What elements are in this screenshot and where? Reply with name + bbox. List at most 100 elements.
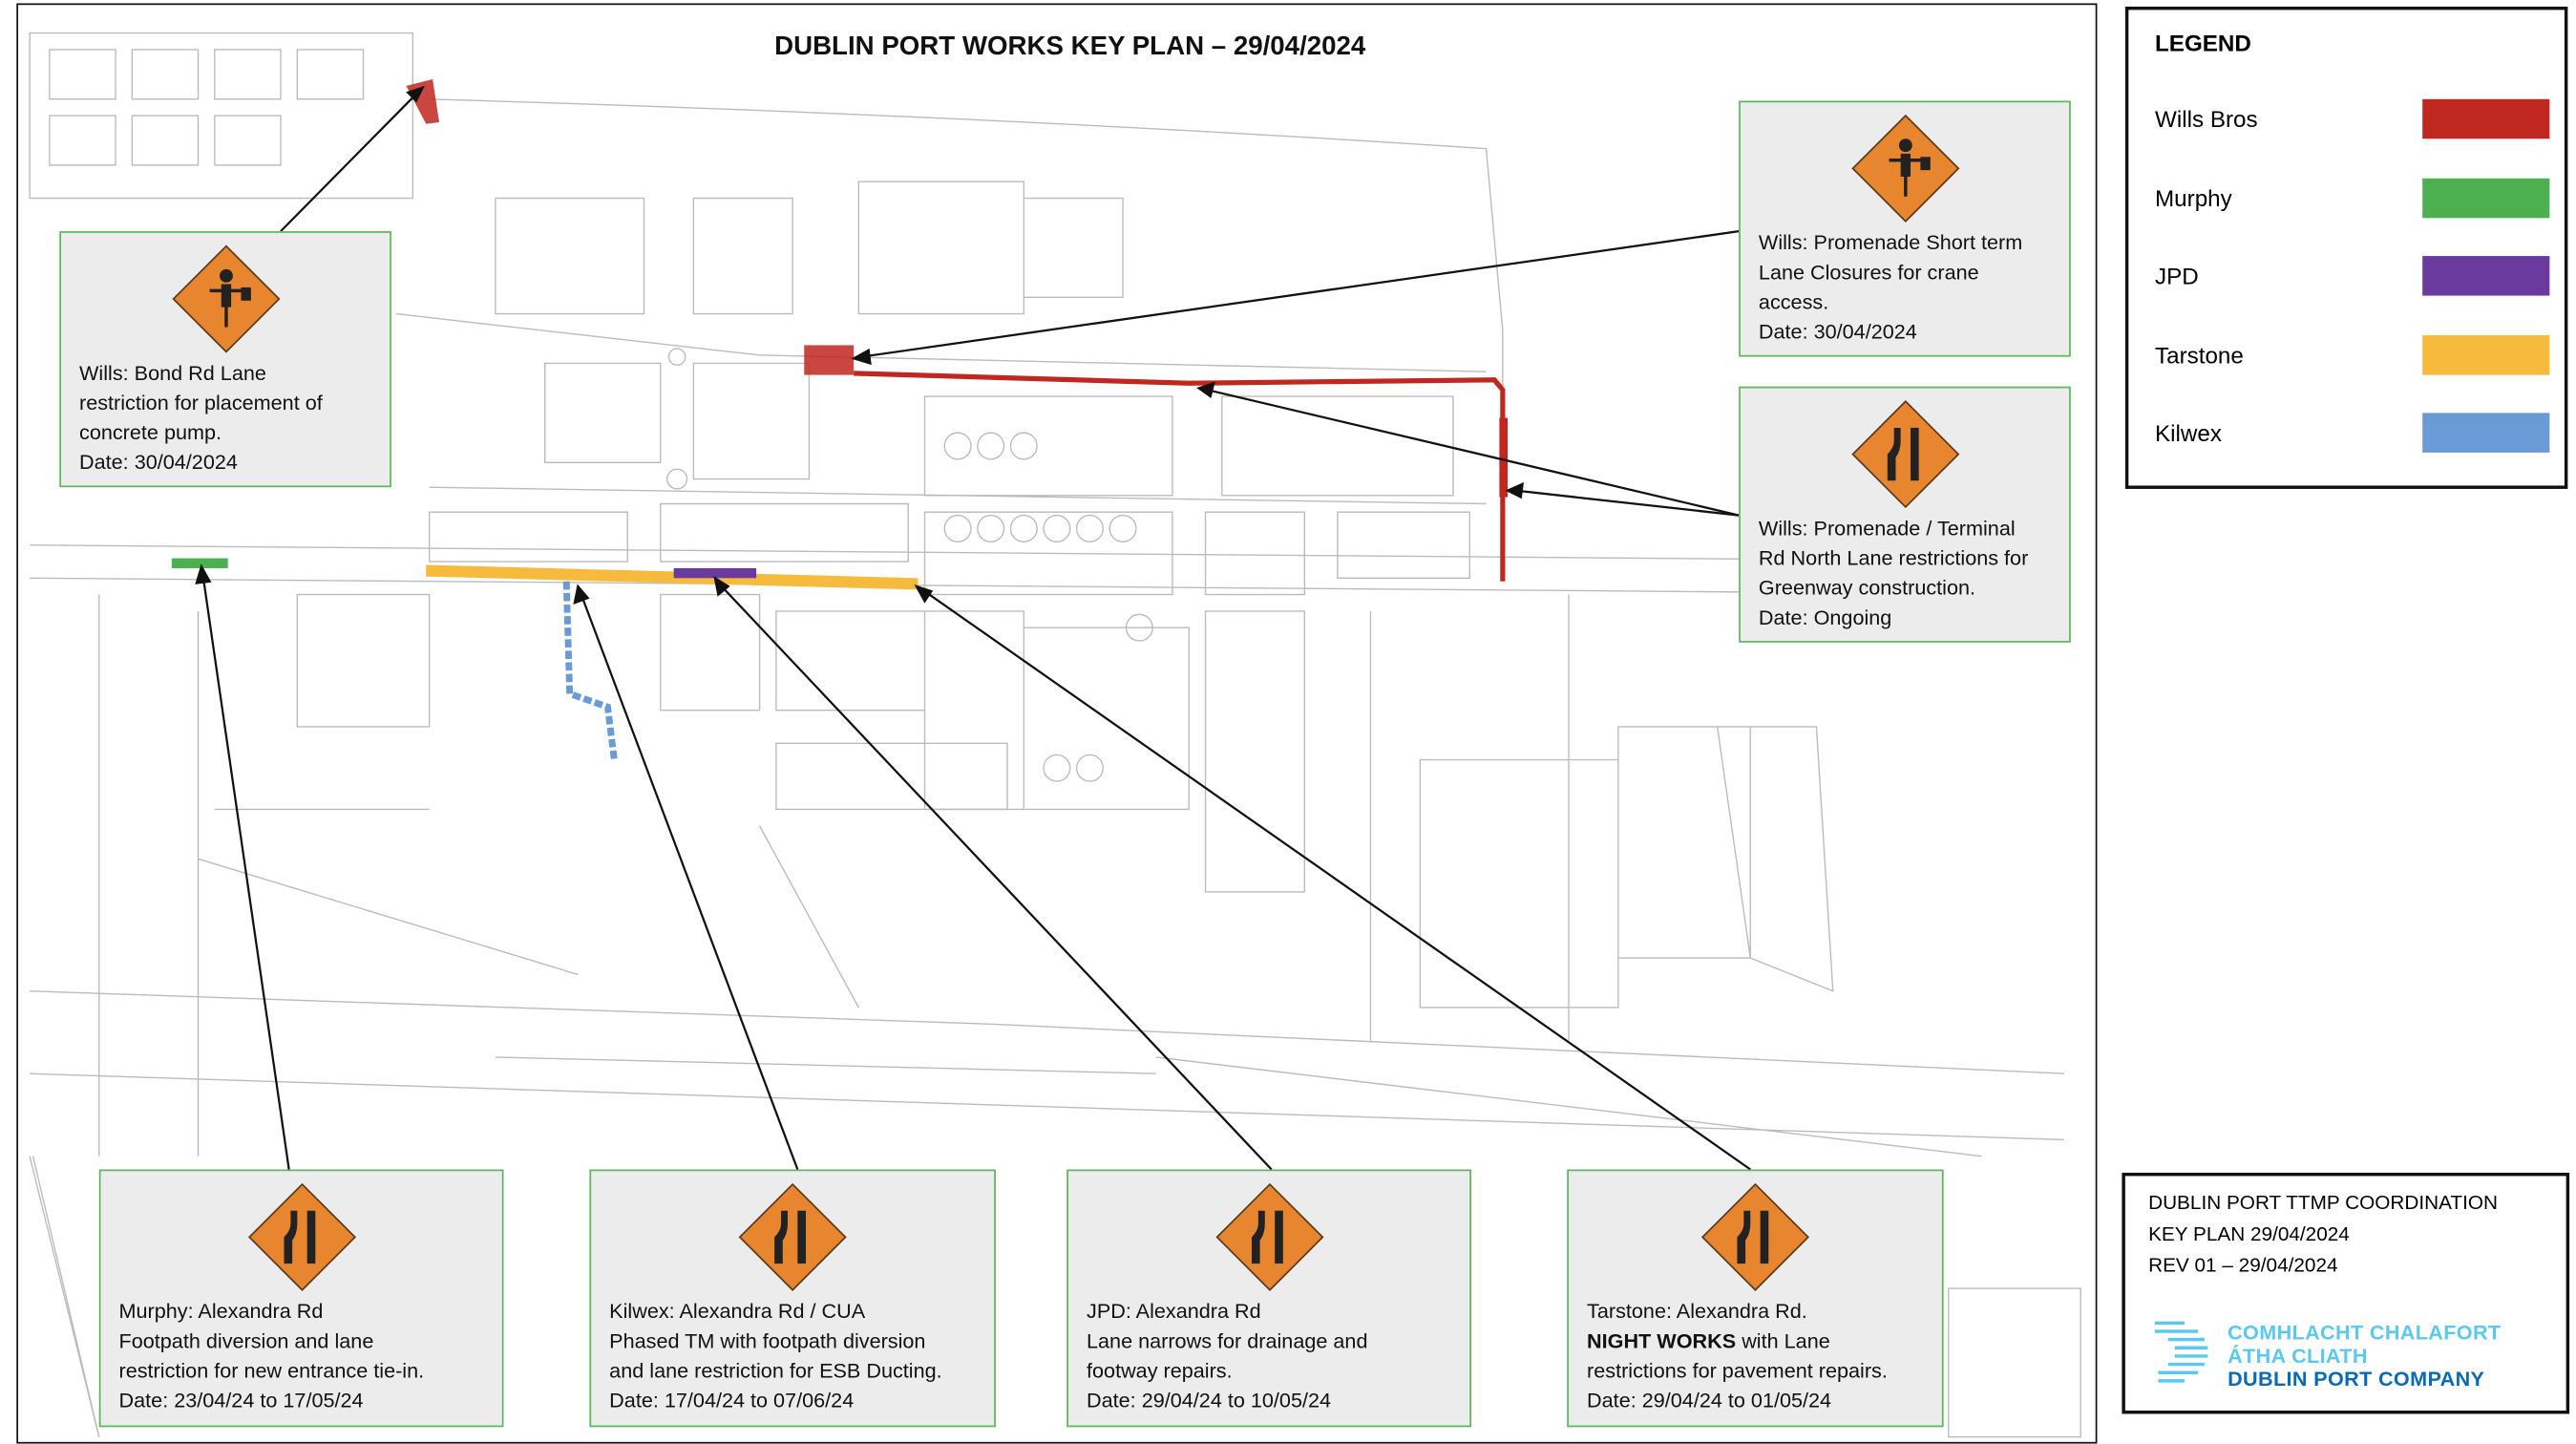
callout-text: Date: 29/04/24 to 10/05/24 [1087, 1389, 1332, 1412]
callout-line: concrete pump. [79, 418, 371, 448]
callout-text: Lane Closures for crane [1758, 261, 1979, 285]
logo-line2: ÁTHA CLIATH [2228, 1344, 2368, 1369]
tarstone-overlay [426, 564, 918, 590]
callout-text: JPD: Alexandra Rd [1087, 1300, 1261, 1324]
lane-narrows-icon [1214, 1182, 1323, 1291]
callout-line: Date: 30/04/2024 [79, 448, 371, 478]
callout-text: Date: 30/04/2024 [1758, 320, 1917, 344]
legend-item-jpd: JPD [2155, 256, 2551, 296]
callout-text: with Lane [1736, 1329, 1830, 1353]
callout-line: Date: 23/04/24 to 17/05/24 [119, 1386, 484, 1415]
callout-line: Footpath diversion and lane [119, 1327, 484, 1356]
title-block-line3: REV 01 – 29/04/2024 [2148, 1253, 2338, 1277]
callout-text: Wills: Promenade / Terminal [1758, 517, 2016, 541]
callout-line: restriction for placement of [79, 388, 371, 417]
callout-text: Footpath diversion and lane [118, 1329, 374, 1353]
callout-text: Tarstone: Alexandra Rd. [1587, 1300, 1807, 1324]
callout-line: and lane restriction for ESB Ducting. [609, 1356, 976, 1386]
legend-item-kilwex: Kilwex [2155, 413, 2551, 453]
callout-line: Rd North Lane restrictions for [1759, 543, 2051, 573]
legend-label: Wills Bros [2154, 105, 2258, 133]
callout-text: Wills: Bond Rd Lane [79, 361, 266, 385]
legend-label: Tarstone [2154, 341, 2244, 368]
legend-item-tarstone: Tarstone [2155, 334, 2551, 374]
callout-text: Date: 29/04/24 to 01/05/24 [1587, 1389, 1832, 1412]
legend-label: Murphy [2154, 183, 2232, 211]
callout-line: JPD: Alexandra Rd [1087, 1297, 1451, 1327]
callout-text: Greenway construction. [1758, 576, 1976, 600]
legend-label: Kilwex [2154, 419, 2222, 446]
legend-item-murphy: Murphy [2154, 177, 2551, 218]
legend-item-wills-bros: Wills Bros [2154, 98, 2551, 139]
leader-lines [195, 85, 1751, 1171]
legend-swatch [2422, 413, 2550, 453]
callout-line: restriction for new entrance tie-in. [119, 1356, 484, 1386]
jpd-overlay [673, 567, 757, 579]
callout-line: Lane narrows for drainage and [1087, 1327, 1451, 1356]
lane-narrows-icon [247, 1182, 356, 1291]
flagger-icon [1850, 114, 1959, 223]
callout-text: and lane restriction for ESB Ducting. [609, 1359, 942, 1383]
callout-line: Phased TM with footpath diversion [609, 1327, 976, 1356]
kilwex-overlay [562, 581, 618, 760]
page-title: DUBLIN PORT WORKS KEY PLAN – 29/04/2024 [774, 32, 1366, 61]
legend-swatch [2422, 256, 2550, 296]
title-block-line2: KEY PLAN 29/04/2024 [2148, 1221, 2350, 1246]
callout-jpd: JPD: Alexandra Rd Lane narrows for draina… [1066, 1169, 1471, 1428]
callout-text: restriction for placement of [79, 391, 323, 415]
callout-text: Wills: Promenade Short term [1758, 231, 2023, 255]
legend-label: JPD [2154, 262, 2199, 289]
logo-line3: DUBLIN PORT COMPANY [2228, 1368, 2485, 1391]
port-map [29, 32, 2081, 1438]
callout-murphy: Murphy: Alexandra Rd Footpath diversion a… [98, 1169, 504, 1428]
callout-line: Wills: Promenade Short term [1759, 228, 2051, 258]
callout-text: Date: 30/04/2024 [79, 451, 238, 475]
callout-text: Date: Ongoing [1758, 605, 1892, 629]
legend-swatch [2422, 334, 2550, 374]
callout-kilwex: Kilwex: Alexandra Rd / CUA Phased TM with… [589, 1169, 996, 1428]
callout-line: Wills: Promenade / Terminal [1759, 514, 2051, 543]
callout-line: Tarstone: Alexandra Rd. [1587, 1297, 1924, 1327]
callout-line: Lane Closures for crane [1759, 258, 2051, 287]
callout-line: Wills: Bond Rd Lane [79, 358, 371, 388]
dublin-port-logo-icon [2154, 1321, 2208, 1383]
callout-line: Murphy: Alexandra Rd [119, 1297, 484, 1327]
legend-swatch [2422, 98, 2550, 139]
lane-narrows-icon [1700, 1182, 1810, 1291]
callout-text: access. [1758, 290, 1829, 314]
callout-text: restriction for new entrance tie-in. [118, 1359, 425, 1383]
callout-line: Date: 29/04/24 to 01/05/24 [1587, 1386, 1924, 1415]
wills-promenade-crane-overlay [804, 345, 855, 375]
callout-line: Date: Ongoing [1759, 603, 2051, 632]
callout-text: Lane narrows for drainage and [1087, 1329, 1368, 1353]
lane-narrows-icon [738, 1182, 847, 1291]
wills-terminal-rd-overlay [1499, 417, 1509, 498]
callout-line: Date: 30/04/2024 [1759, 317, 2051, 347]
callout-text: restrictions for pavement repairs. [1587, 1359, 1888, 1383]
callout-line: Kilwex: Alexandra Rd / CUA [609, 1297, 976, 1327]
callout-text: Date: 23/04/24 to 17/05/24 [118, 1389, 364, 1412]
night-works-label: NIGHT WORKS [1587, 1329, 1737, 1353]
callout-text: Rd North Lane restrictions for [1758, 546, 2029, 570]
callout-tarstone: Tarstone: Alexandra Rd. NIGHT WORKS with … [1567, 1169, 1944, 1428]
lane-narrows-icon [1850, 400, 1959, 509]
callout-text: footway repairs. [1087, 1359, 1233, 1383]
callout-line: footway repairs. [1087, 1356, 1451, 1386]
legend-swatch [2422, 177, 2550, 218]
callout-text: concrete pump. [79, 421, 222, 445]
title-block-line1: DUBLIN PORT TTMP COORDINATION [2148, 1190, 2499, 1215]
callout-line: NIGHT WORKS with Lane [1587, 1327, 1924, 1356]
map-linework [29, 32, 2081, 1438]
legend-heading: LEGEND [2154, 30, 2251, 56]
logo-line1: COMHLACHT CHALAFORT [2228, 1321, 2502, 1345]
callout-bond: Wills: Bond Rd Lane restriction for place… [59, 231, 391, 488]
flagger-icon [171, 244, 280, 353]
callout-promenade-terminal: Wills: Promenade / Terminal Rd North Lane… [1739, 386, 2071, 643]
title-block: DUBLIN PORT TTMP COORDINATION KEY PLAN 2… [2122, 1172, 2570, 1414]
callout-text: Kilwex: Alexandra Rd / CUA [609, 1300, 866, 1324]
callout-line: Greenway construction. [1759, 573, 2051, 603]
callout-text: Murphy: Alexandra Rd [118, 1300, 324, 1324]
murphy-overlay [171, 558, 228, 568]
